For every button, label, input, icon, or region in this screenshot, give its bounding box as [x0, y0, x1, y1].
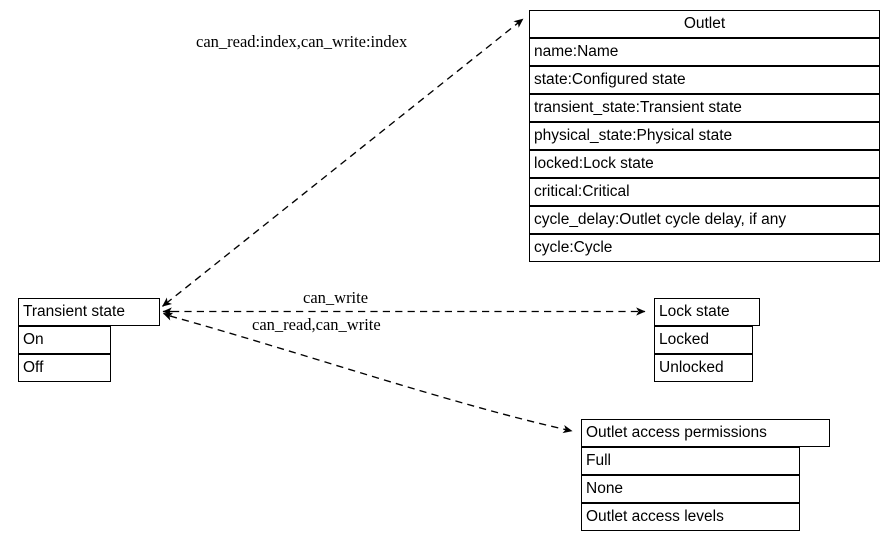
node-lock-state-title: Lock state: [654, 298, 760, 326]
node-outlet-access-permissions-attr-none: None: [581, 475, 800, 503]
node-outlet-attr-physical-state: physical_state:Physical state: [529, 122, 880, 150]
edge-label-can-read-can-write: can_read,can_write: [252, 315, 381, 334]
edge-transient-state-to-outlet: [162, 18, 524, 307]
node-outlet-attr-cycle-delay: cycle_delay:Outlet cycle delay, if any: [529, 206, 880, 234]
edge-label-can-write: can_write: [303, 288, 369, 307]
node-outlet-attr-transient-state: transient_state:Transient state: [529, 94, 880, 122]
node-outlet-attr-name: name:Name: [529, 38, 880, 66]
node-transient-state-attr-off: Off: [18, 354, 111, 382]
node-lock-state-attr-unlocked: Unlocked: [654, 354, 753, 382]
node-outlet-access-permissions-attr-full: Full: [581, 447, 800, 475]
edge-label-can-read-index-can-write-index: can_read:index,can_write:index: [196, 32, 408, 51]
node-lock-state-attr-locked: Locked: [654, 326, 753, 354]
node-transient-state-title: Transient state: [18, 298, 160, 326]
node-outlet-access-permissions-title: Outlet access permissions: [581, 419, 830, 447]
node-transient-state-attr-on: On: [18, 326, 111, 354]
node-outlet-access-permissions-attr-levels: Outlet access levels: [581, 503, 800, 531]
node-outlet-attr-locked: locked:Lock state: [529, 150, 880, 178]
node-outlet-attr-state: state:Configured state: [529, 66, 880, 94]
node-outlet-title: Outlet: [529, 10, 880, 38]
node-outlet-attr-critical: critical:Critical: [529, 178, 880, 206]
edge-transient-state-to-permissions: [162, 312, 573, 434]
node-outlet-attr-cycle: cycle:Cycle: [529, 234, 880, 262]
